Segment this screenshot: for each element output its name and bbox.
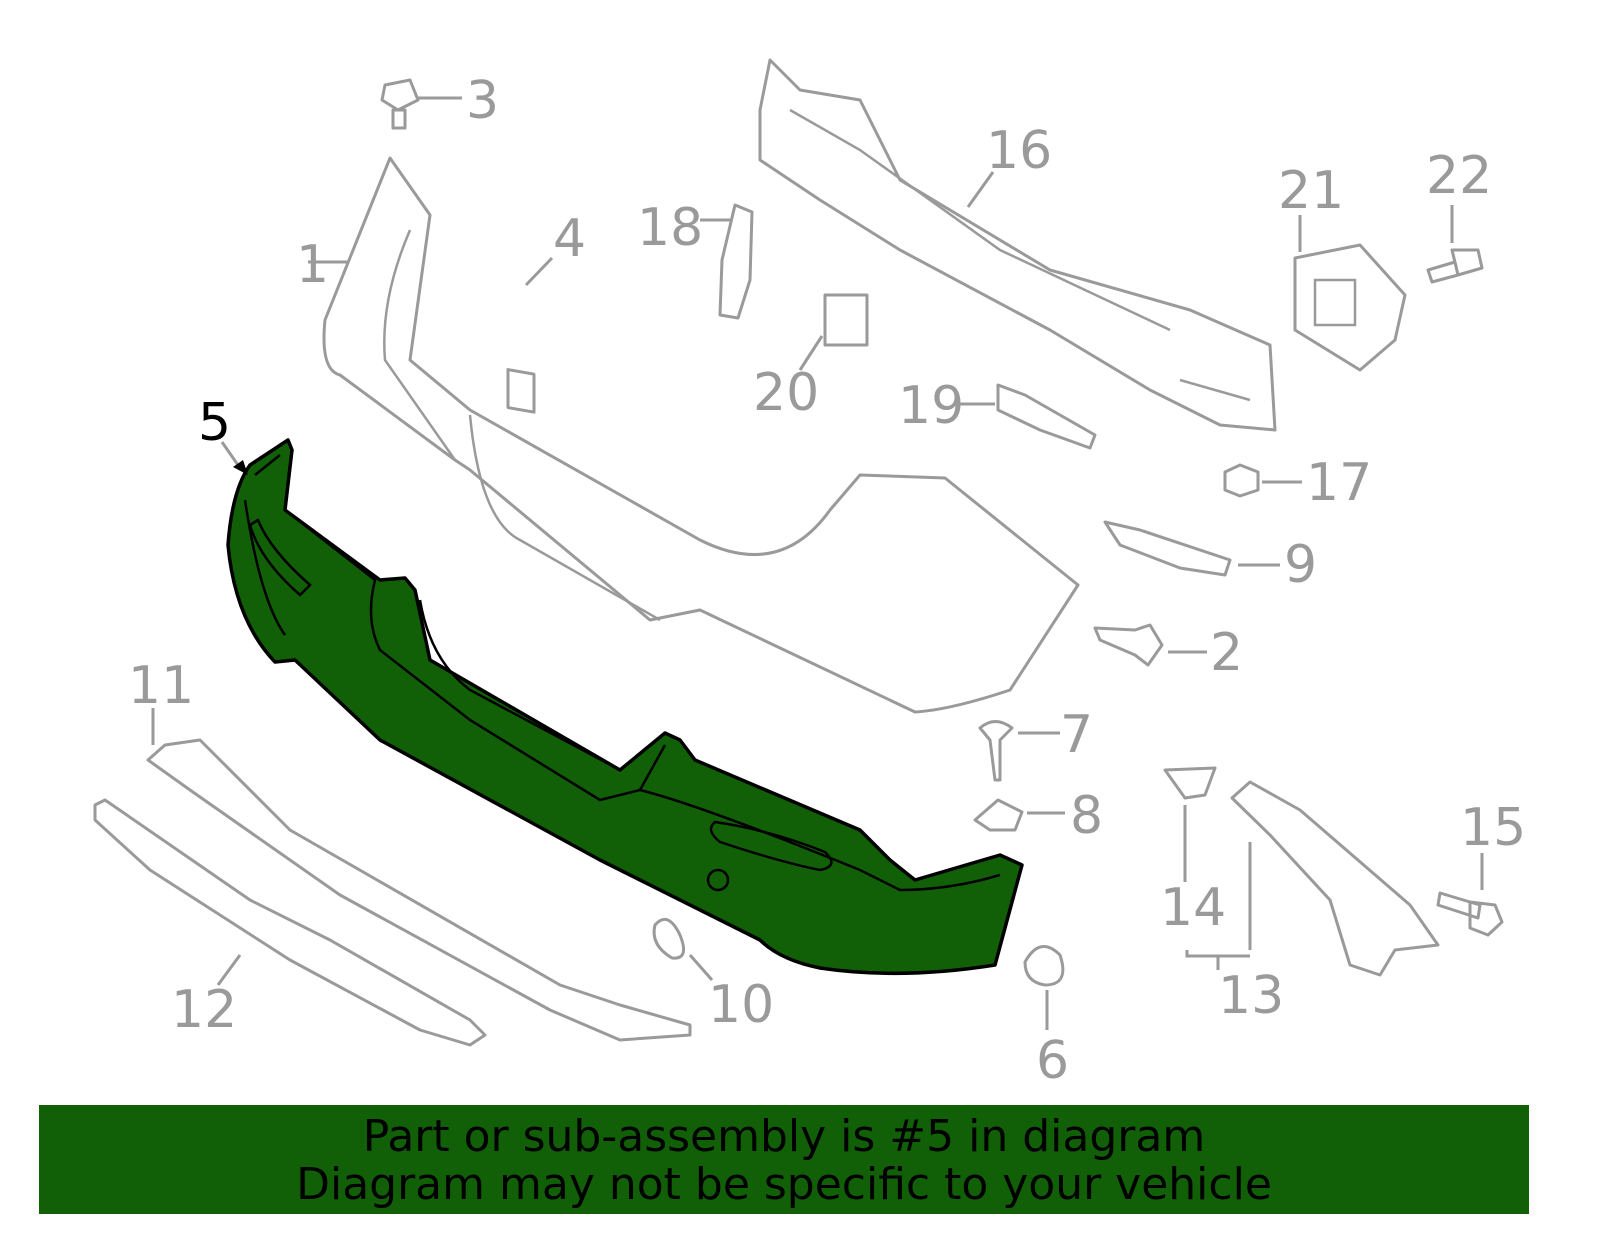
callout-5: 5 [198,393,231,453]
callout-arrows [151,96,1484,1030]
part-2-screw[interactable] [1093,623,1164,667]
part-19[interactable] [996,383,1097,450]
callout-21: 21 [1278,161,1344,221]
callout-18: 18 [637,198,703,258]
part-7-screw[interactable] [978,720,1014,782]
part-4[interactable] [506,368,536,414]
callout-9: 9 [1284,535,1317,595]
part-10-cap[interactable] [652,917,686,960]
part-1-bumper-cover[interactable] [322,156,1080,714]
info-banner: Part or sub-assembly is #5 in diagram Di… [39,1105,1529,1214]
callout-10: 10 [708,975,774,1035]
callout-19: 19 [898,376,964,436]
banner-line-1: Part or sub-assembly is #5 in diagram [362,1111,1206,1162]
part-12-grille[interactable] [93,798,487,1047]
part-17-nut[interactable] [1223,463,1260,498]
part-5-lower-valance[interactable] [226,438,1024,976]
callout-8: 8 [1070,786,1103,846]
part-8-clip[interactable] [973,798,1024,832]
part-9-trim[interactable] [1103,520,1232,577]
part-11-grille[interactable] [146,738,692,1042]
callout-7: 7 [1060,705,1093,765]
part-13-bracket[interactable] [1230,780,1440,977]
callout-14: 14 [1160,878,1226,938]
callout-labels: 1 2 3 4 5 6 7 8 9 10 11 12 13 14 15 16 1… [128,71,1526,1091]
part-3-bolt[interactable] [380,78,420,130]
part-22-bolt[interactable] [1426,248,1484,284]
callout-20: 20 [753,363,819,423]
callout-6: 6 [1036,1031,1069,1091]
callout-17: 17 [1306,453,1372,513]
part-21[interactable] [1293,243,1407,372]
callout-1: 1 [296,235,329,295]
callout-11: 11 [128,656,194,716]
part-14-clip[interactable] [1163,766,1217,800]
callout-13: 13 [1218,966,1284,1026]
callout-2: 2 [1210,623,1243,683]
callout-4: 4 [553,209,586,269]
part-6-cap[interactable] [1023,945,1065,987]
callout-12: 12 [171,980,237,1040]
callout-3: 3 [466,71,499,131]
callout-22: 22 [1426,146,1492,206]
part-18[interactable] [718,203,754,320]
part-20[interactable] [823,293,869,347]
part-16-reinforcement[interactable] [758,58,1277,432]
callout-15: 15 [1460,798,1526,858]
callout-16: 16 [986,121,1052,181]
part-15-bolt[interactable] [1436,891,1504,937]
banner-line-2: Diagram may not be specific to your vehi… [296,1159,1272,1210]
